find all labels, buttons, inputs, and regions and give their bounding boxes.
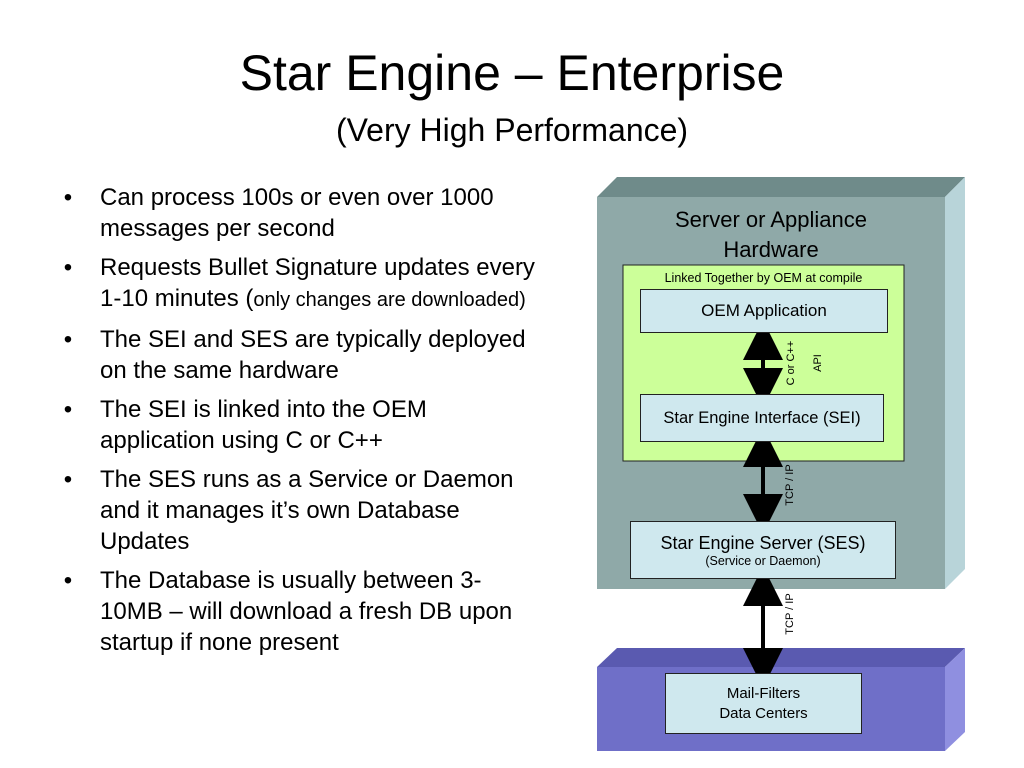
bullet-text: Requests Bullet Signature updates every … bbox=[100, 254, 535, 312]
ses-label-line2: (Service or Daemon) bbox=[705, 553, 821, 568]
bullet-item: •The Database is usually between 3-10MB … bbox=[63, 567, 513, 656]
server-top-face bbox=[597, 177, 965, 197]
mail-filters-label-line2: Data Centers bbox=[719, 704, 808, 722]
linked-label: Linked Together by OEM at compile bbox=[664, 271, 863, 285]
bullet-text: The Database is usually between 3-10MB –… bbox=[100, 567, 513, 656]
page-subtitle: (Very High Performance) bbox=[335, 112, 689, 148]
bullet-text: Can process 100s or even over 1000 messa… bbox=[100, 184, 494, 242]
server-side-face bbox=[945, 177, 965, 589]
api-label-line1: C or C++ bbox=[785, 340, 797, 386]
bullet-item: •The SEI is linked into the OEM applicat… bbox=[63, 396, 427, 454]
server-label-line2: Hardware bbox=[723, 237, 819, 262]
page-title: Star Engine – Enterprise bbox=[239, 45, 785, 101]
tcp-label-upper: TCP / IP bbox=[784, 464, 796, 506]
ses-box: Star Engine Server (SES) (Service or Dae… bbox=[630, 521, 896, 579]
sei-label: Star Engine Interface (SEI) bbox=[663, 408, 861, 427]
server-label: Server or Appliance Hardware bbox=[617, 205, 925, 265]
bullet-item: •Requests Bullet Signature updates every… bbox=[63, 254, 535, 312]
sei-box: Star Engine Interface (SEI) bbox=[640, 394, 884, 442]
oem-application-label: OEM Application bbox=[701, 301, 827, 320]
datacenter-top-face bbox=[597, 648, 965, 667]
mail-filters-label-line1: Mail-Filters bbox=[726, 684, 801, 702]
bullet-text: The SEI is linked into the OEM applicati… bbox=[100, 396, 427, 454]
bullet-note: only changes are downloaded) bbox=[253, 289, 526, 311]
bullet-item: •Can process 100s or even over 1000 mess… bbox=[63, 184, 494, 242]
datacenter-side-face bbox=[945, 648, 965, 751]
ses-label-line1: Star Engine Server (SES) bbox=[660, 532, 866, 553]
bullet-text: The SEI and SES are typically deployed o… bbox=[100, 326, 526, 384]
server-label-line1: Server or Appliance bbox=[675, 207, 867, 232]
bullet-item: •The SEI and SES are typically deployed … bbox=[63, 326, 526, 384]
api-label-line2: API bbox=[812, 354, 824, 372]
oem-application-box: OEM Application bbox=[640, 289, 888, 333]
bullet-item: •The SES runs as a Service or Daemon and… bbox=[63, 466, 514, 555]
tcp-label-lower: TCP / IP bbox=[784, 593, 796, 635]
mail-filters-box: Mail-Filters Data Centers bbox=[665, 673, 862, 734]
bullet-list: •Can process 100s or even over 1000 mess… bbox=[58, 182, 538, 666]
bullet-text: The SES runs as a Service or Daemon and … bbox=[100, 466, 514, 555]
